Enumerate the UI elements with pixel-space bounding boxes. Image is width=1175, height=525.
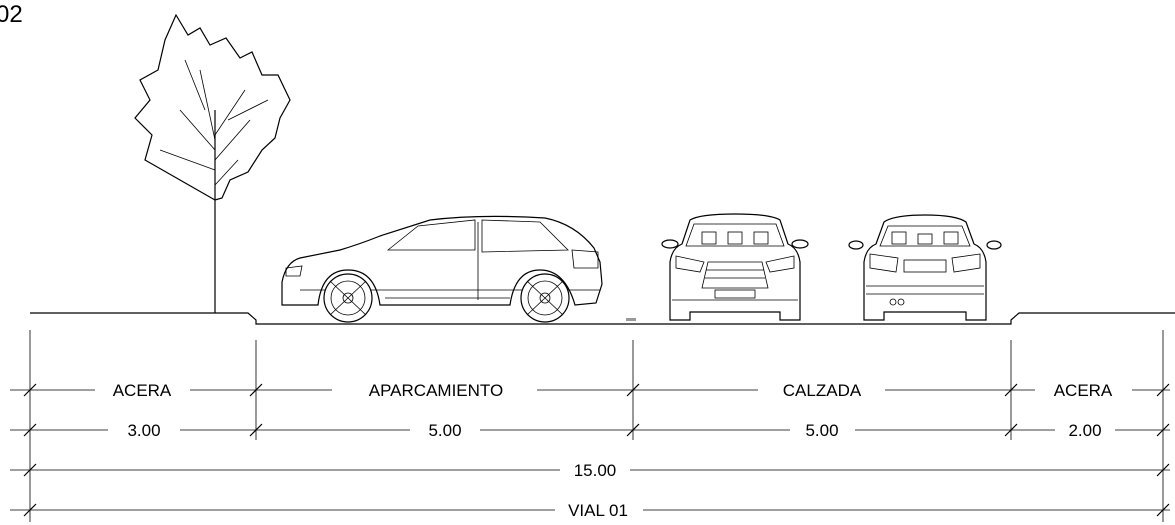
extension-lines xyxy=(29,330,1164,522)
zone-width-calzada: 5.00 xyxy=(805,421,838,440)
dimension-row-section-name: VIAL 01 xyxy=(10,501,1170,520)
dimension-row-total: 15.00 xyxy=(10,461,1170,480)
dimension-row-zone-names: ACERA APARCAMIENTO CALZADA ACERA xyxy=(10,381,1170,400)
car-rear-view-icon xyxy=(848,214,1002,321)
dimension-ticks xyxy=(23,383,1170,517)
ground-profile xyxy=(30,312,1175,325)
car-front-view-icon xyxy=(661,213,809,321)
section-number-label: 02 xyxy=(0,1,23,28)
zone-width-acera-left: 3.00 xyxy=(127,421,160,440)
zone-width-aparcamiento: 5.00 xyxy=(428,421,461,440)
car-side-view-icon xyxy=(281,215,603,323)
section-name-label: VIAL 01 xyxy=(568,501,628,520)
zone-label-aparcamiento: APARCAMIENTO xyxy=(369,381,503,400)
tree-icon xyxy=(134,13,291,313)
zone-width-acera-right: 2.00 xyxy=(1068,421,1101,440)
zone-label-acera-left: ACERA xyxy=(113,381,172,400)
dimension-row-widths: 3.00 5.00 5.00 2.00 xyxy=(10,421,1170,440)
zone-label-acera-right: ACERA xyxy=(1054,381,1113,400)
total-width-label: 15.00 xyxy=(574,461,617,480)
zone-label-calzada: CALZADA xyxy=(783,381,862,400)
